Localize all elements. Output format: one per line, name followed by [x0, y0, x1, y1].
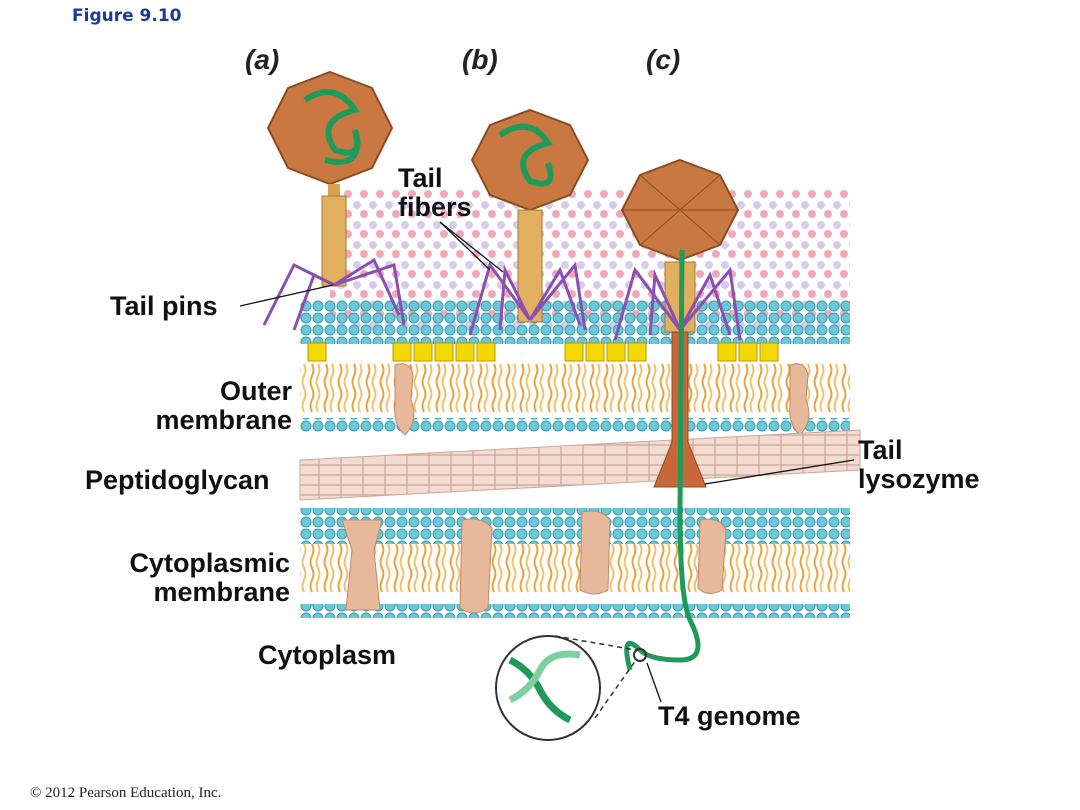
panel-label-c: (c) [646, 44, 681, 75]
membrane-protein [341, 519, 383, 611]
membrane-protein [579, 510, 611, 595]
genome-zoom [495, 635, 647, 741]
panel-label-b: (b) [462, 44, 498, 75]
phage-a [262, 70, 406, 331]
panel-label-a: (a) [245, 44, 280, 75]
label-cytoplasmic-membrane-line1: Cytoplasmic [129, 548, 290, 578]
tail-fibers-c [613, 266, 742, 341]
label-t4-genome: T4 genome [658, 701, 801, 731]
phage-c [613, 158, 742, 671]
label-tail-lysozyme: Tail lysozyme [858, 436, 980, 494]
label-tail-fibers-line1: Tail [398, 163, 443, 193]
label-tail-lysozyme-line1: Tail [858, 435, 903, 465]
phage-b [468, 108, 590, 336]
membrane-protein [697, 518, 727, 594]
outer-membrane [300, 300, 850, 436]
label-cytoplasmic-membrane-line2: membrane [153, 577, 290, 607]
figure-title: Figure 9.10 [72, 6, 182, 26]
porin-protein [394, 363, 415, 436]
label-tail-pins: Tail pins [110, 291, 218, 321]
label-tail-fibers-line2: fibers [398, 192, 472, 222]
label-peptidoglycan: Peptidoglycan [85, 465, 270, 495]
porin-protein [789, 363, 810, 436]
label-outer-membrane-line2: membrane [155, 405, 292, 435]
copyright-notice: © 2012 Pearson Education, Inc. [30, 785, 222, 801]
label-outer-membrane: Outer membrane [120, 377, 292, 435]
membrane-protein [459, 518, 493, 614]
dna-b [498, 123, 554, 187]
cytoplasmic-membrane [300, 508, 850, 618]
peptidoglycan-layer [299, 429, 861, 501]
label-tail-fibers: Tail fibers [398, 164, 472, 222]
dna-a [303, 89, 361, 165]
label-cytoplasm: Cytoplasm [258, 640, 397, 670]
zoom-circle [495, 635, 601, 741]
label-tail-lysozyme-line2: lysozyme [858, 464, 980, 494]
injected-dna [624, 249, 701, 671]
tail-fibers-a [262, 257, 406, 331]
tail-sheath-a [321, 195, 347, 287]
label-outer-membrane-line1: Outer [219, 376, 292, 406]
tail-fibers-b [468, 261, 587, 336]
leader-lines [239, 221, 855, 703]
label-cytoplasmic-membrane: Cytoplasmic membrane [90, 549, 290, 607]
lps-yellow-blocks [307, 342, 779, 362]
